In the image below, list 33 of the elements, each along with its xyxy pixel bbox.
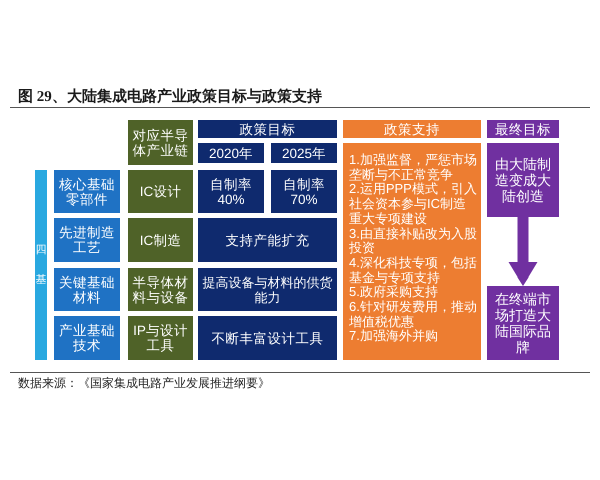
row-header: 核心基础零部件 bbox=[54, 170, 120, 213]
target-cell: 自制率40% bbox=[198, 170, 264, 213]
policy-item: 4.深化科技专项，包括基金与专项支持 bbox=[349, 256, 478, 285]
goal-box: 由大陆制造变成大陆创造 bbox=[487, 143, 559, 217]
policy-panel bbox=[343, 143, 481, 360]
group-label-bar: 四基 bbox=[35, 170, 47, 360]
column-header: 政策支持 bbox=[343, 120, 481, 138]
column-header: 对应半导体产业链 bbox=[128, 120, 193, 165]
year-header: 2025年 bbox=[271, 143, 337, 163]
row-header: 先进制造工艺 bbox=[54, 218, 120, 262]
policy-item: 1.加强监督，严惩市场垄断与不正常竞争 bbox=[349, 153, 478, 182]
chain-cell: IP与设计工具 bbox=[128, 316, 193, 360]
target-cell: 不断丰富设计工具 bbox=[198, 316, 337, 360]
column-header: 最终目标 bbox=[487, 120, 559, 138]
row-header: 关键基础材料 bbox=[54, 268, 120, 311]
policy-item: 5.政府采购支持 bbox=[349, 285, 439, 300]
chain-cell: IC设计 bbox=[128, 170, 193, 213]
target-cell: 自制率70% bbox=[271, 170, 337, 213]
source-note: 数据来源：《国家集成电路产业发展推进纲要》 bbox=[18, 376, 270, 391]
policy-item: 7.加强海外并购 bbox=[349, 329, 439, 344]
target-cell: 提高设备与材料的供货能力 bbox=[198, 268, 337, 311]
row-header: 产业基础技术 bbox=[54, 316, 120, 360]
goal-box: 在终端市场打造大陆国际品牌 bbox=[487, 286, 559, 360]
year-header: 2020年 bbox=[198, 143, 264, 163]
column-header: 政策目标 bbox=[198, 120, 337, 138]
chain-cell: 半导体材料与设备 bbox=[128, 268, 193, 311]
arrow bbox=[508, 217, 538, 286]
target-cell: 支持产能扩充 bbox=[198, 218, 337, 262]
policy-item: 2.运用PPP模式，引入社会资本参与IC制造重大专项建设 bbox=[349, 182, 478, 227]
policy-item: 6.针对研发费用，推动增值税优惠 bbox=[349, 300, 478, 329]
figure-title: 图 29、大陆集成电路产业政策目标与政策支持 bbox=[18, 88, 322, 106]
policy-item: 3.由直接补贴改为入股投资 bbox=[349, 226, 478, 256]
chain-cell: IC制造 bbox=[128, 218, 193, 262]
